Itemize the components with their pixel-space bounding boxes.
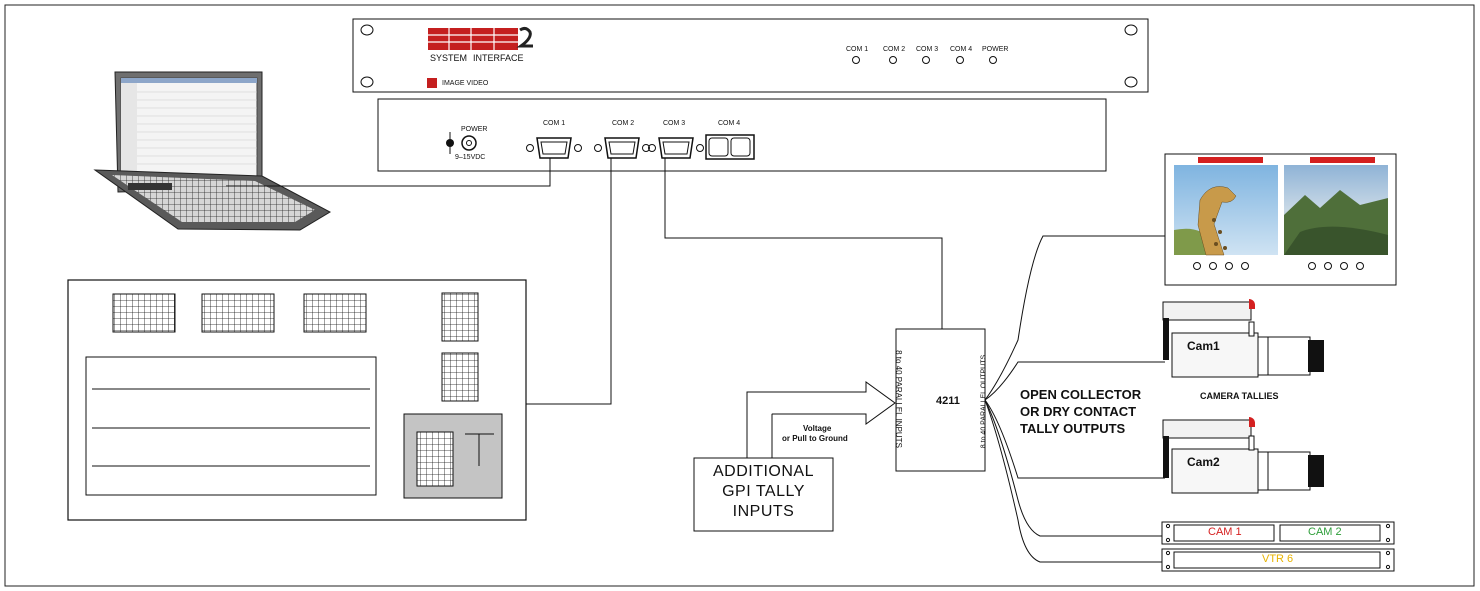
camera-2 (1162, 417, 1324, 494)
umd-vtr6-label: VTR 6 (1262, 553, 1294, 565)
switcher-control-panel (67, 279, 527, 521)
monitor-tally-left (1198, 157, 1263, 163)
rear-com4-label: COM 4 (718, 120, 741, 127)
umd-rack-2 (1161, 548, 1395, 572)
umd-rack-1 (1161, 521, 1395, 545)
gpi-line-1: ADDITIONAL (712, 463, 814, 480)
rear-power-label: POWER (461, 126, 488, 133)
camera-1 (1162, 299, 1324, 378)
front-indicator-leds (852, 56, 997, 64)
laptop-computer (93, 71, 332, 231)
maker-label: IMAGE VIDEO (442, 80, 489, 87)
tally-model-label: 4211 (936, 395, 960, 407)
outputs-note-line-1: OPEN COLLECTOR (1020, 387, 1142, 402)
tally-box-4211 (895, 328, 986, 472)
rear-com1-label: COM 1 (543, 120, 566, 127)
db9-port-com1 (526, 137, 582, 159)
signal-pull-label: or Pull to Ground (782, 434, 848, 443)
db9-port-com2 (594, 137, 650, 159)
gpi-line-2: GPI TALLY (722, 483, 805, 500)
outputs-note-line-2: OR DRY CONTACT (1020, 404, 1137, 419)
cam1-label: Cam1 (1187, 339, 1220, 353)
monitor-tally-right (1310, 157, 1375, 163)
cam2-label: Cam2 (1187, 455, 1220, 469)
gpi-inputs-box (693, 457, 834, 532)
gpi-box-text: ADDITIONAL GPI TALLY INPUTS (694, 462, 833, 522)
interface-rear-panel (377, 98, 1107, 172)
rear-com3-label: COM 3 (663, 120, 686, 127)
outputs-note-line-3: TALLY OUTPUTS (1020, 421, 1126, 436)
front-com3-label: COM 3 (916, 46, 939, 53)
tally-outputs-label: 8 to 40 PARALLEL OUTPUTS (980, 354, 988, 449)
diagram-frame (4, 4, 1475, 587)
front-power-label: POWER (982, 46, 1009, 53)
interface-front-panel (352, 18, 1149, 93)
camera-tallies-caption: CAMERA TALLIES (1200, 391, 1279, 401)
image-video-logo (427, 78, 437, 88)
front-com1-label: COM 1 (846, 46, 869, 53)
db9-port-com3 (648, 137, 704, 159)
gpi-line-3: INPUTS (732, 503, 795, 520)
rear-power-spec: 9–15VDC (455, 154, 486, 161)
brand-system-label: SYSTEM (430, 53, 468, 63)
dual-monitor (1164, 153, 1397, 286)
rear-com2-label: COM 2 (612, 120, 635, 127)
umd-cam1-label: CAM 1 (1208, 526, 1242, 538)
outputs-note: OPEN COLLECTOR OR DRY CONTACT TALLY OUTP… (1020, 386, 1141, 437)
rj45-port-com4 (705, 134, 755, 160)
front-com2-label: COM 2 (883, 46, 906, 53)
gpi-input-arrow (747, 381, 896, 425)
gsi2-logo (428, 26, 533, 50)
tally-inputs-label: 8 to 40 PARALLEL INPUTS (894, 350, 903, 448)
signal-voltage-label: Voltage (803, 424, 832, 433)
front-com4-label: COM 4 (950, 46, 973, 53)
umd-cam2-label: CAM 2 (1308, 526, 1342, 538)
brand-interface-label: INTERFACE (473, 53, 524, 63)
